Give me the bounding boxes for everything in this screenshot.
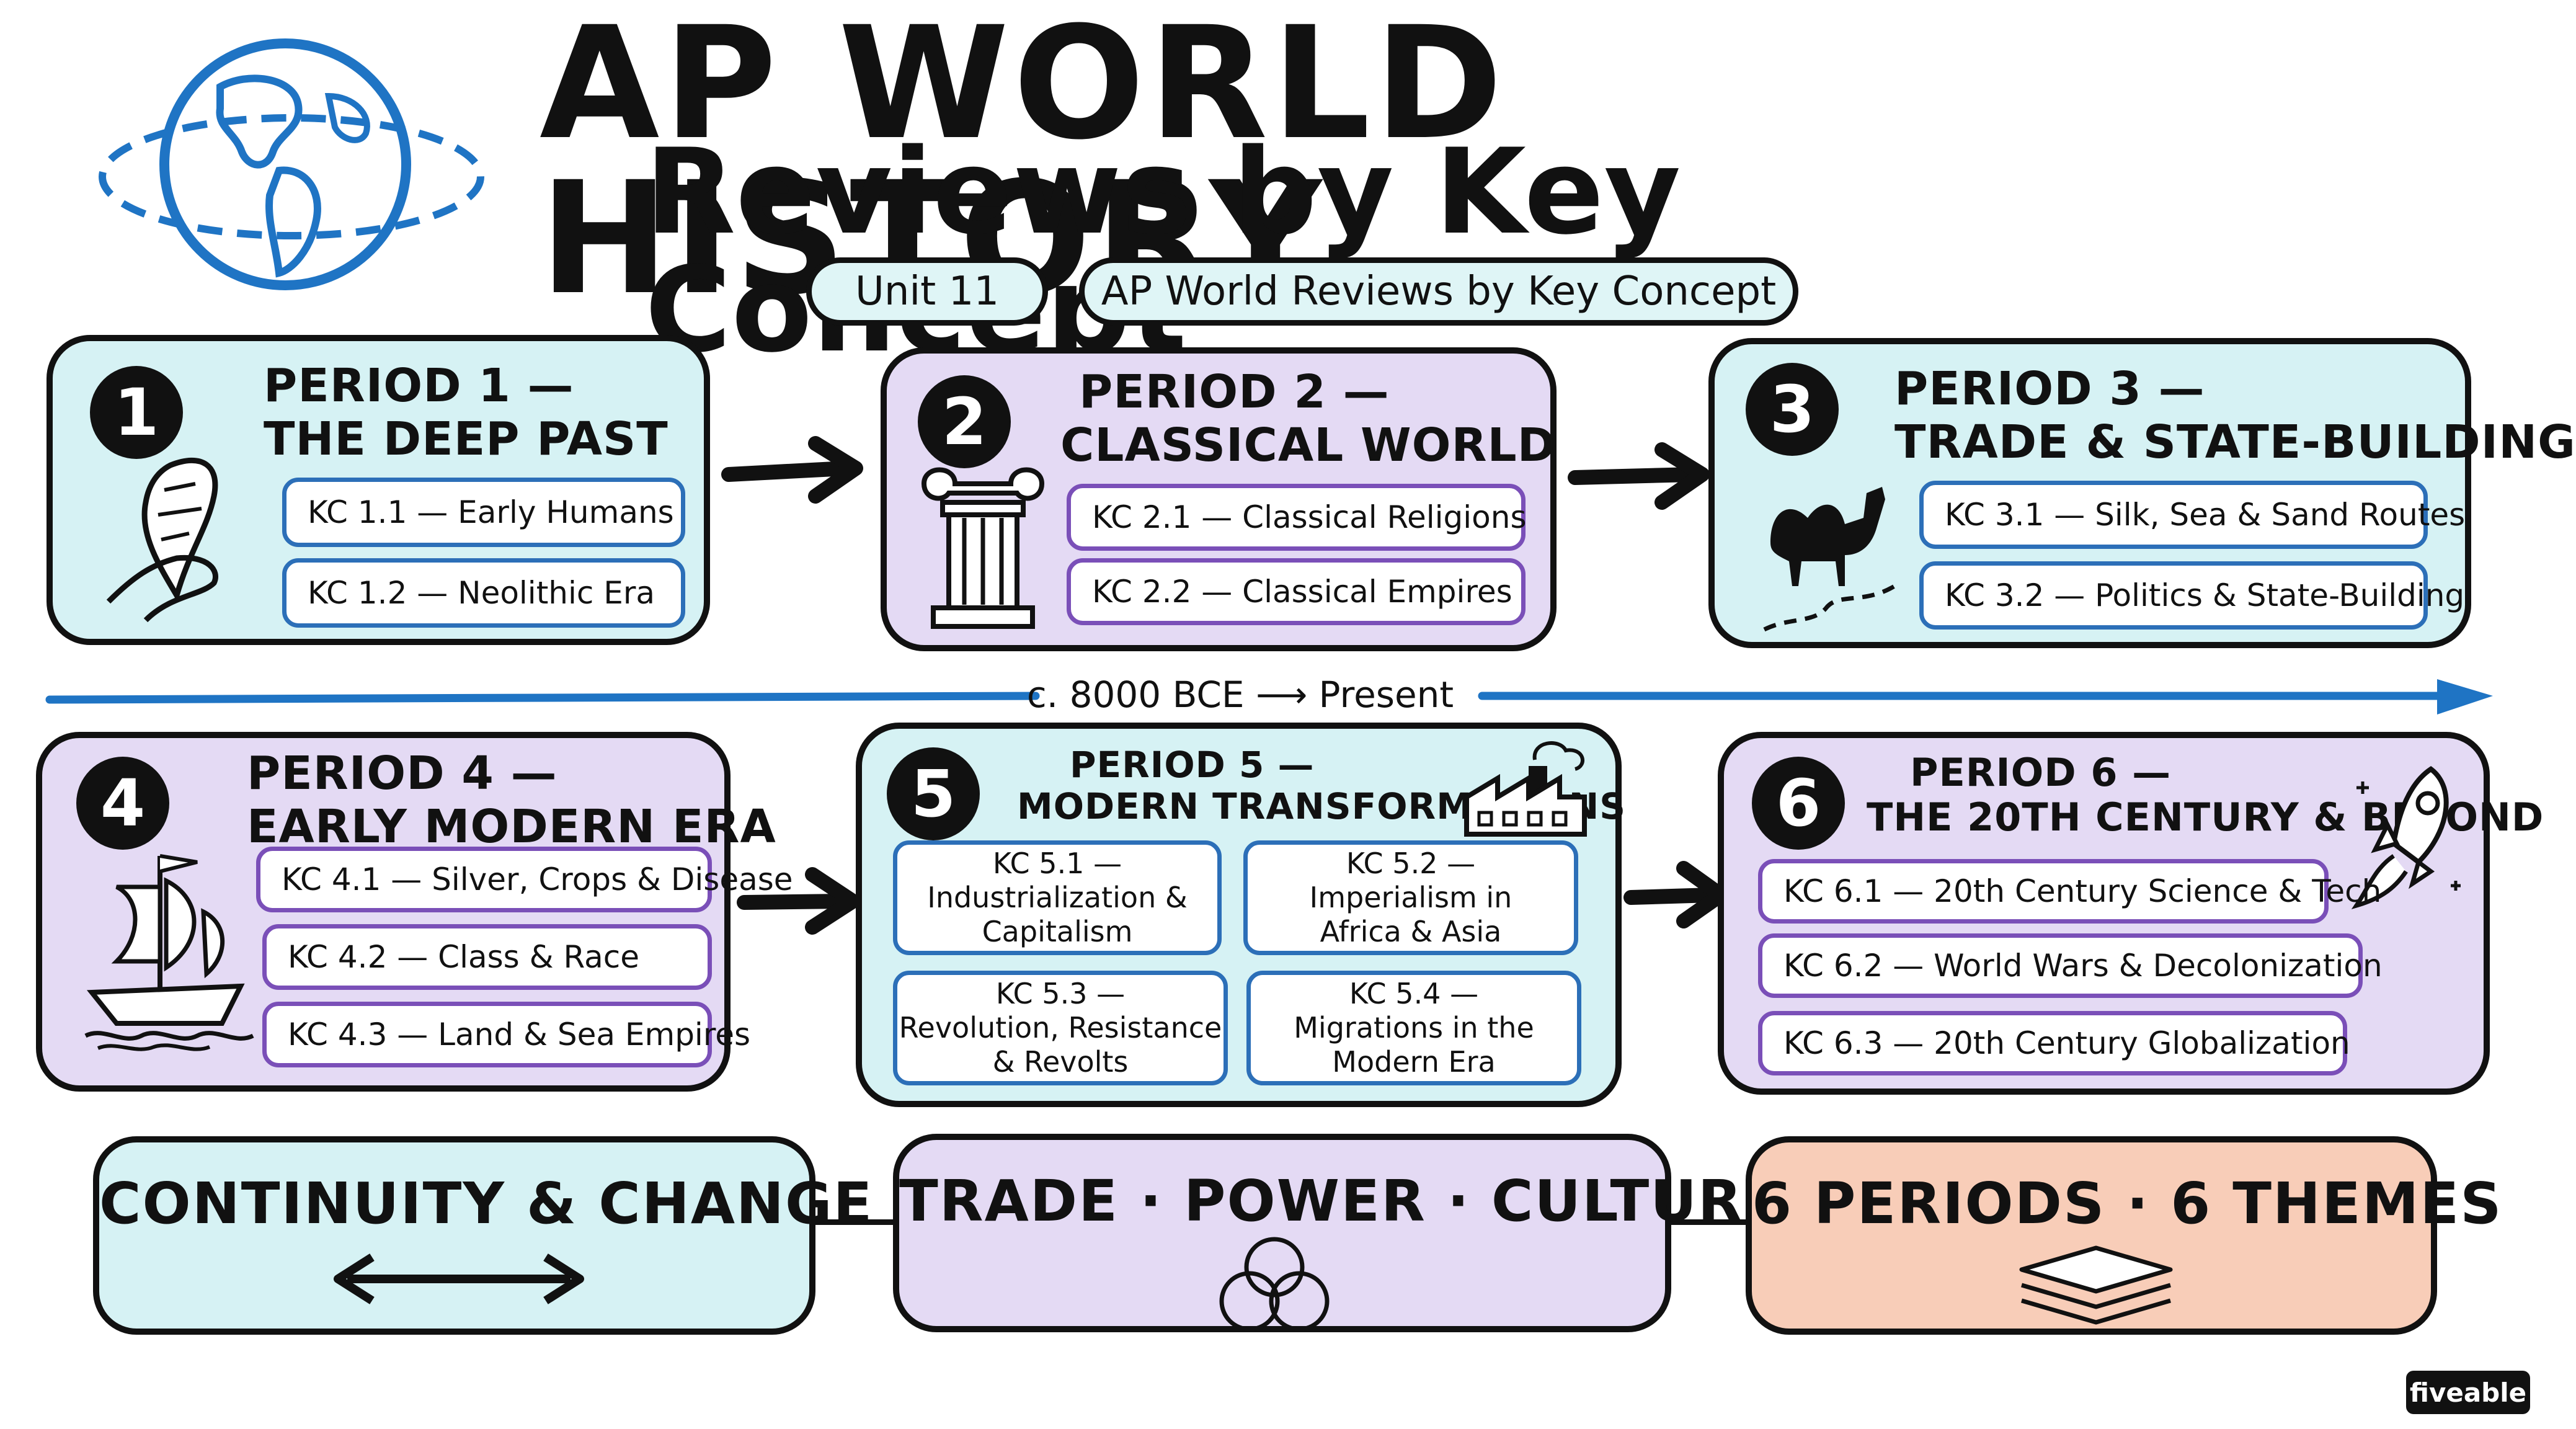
unit-pill[interactable]: Unit 11 bbox=[806, 257, 1048, 326]
period-title: Period 4 —Early Modern Era bbox=[247, 747, 776, 853]
arrow-period-5-to-6 bbox=[1623, 861, 1728, 928]
kc-6-2-button[interactable]: KC 6.2 — World Wars & Decolonization bbox=[1758, 933, 2383, 998]
kc-3-2-button[interactable]: KC 3.2 — Politics & State-Building bbox=[1919, 561, 2464, 630]
kc-4-3-button[interactable]: KC 4.3 — Land & Sea Empires bbox=[262, 1002, 750, 1067]
period-title: Period 2 —Classical World bbox=[1060, 365, 1557, 472]
period-number-badge: 6 bbox=[1752, 757, 1845, 850]
page-title: AP WORLD HISTORY bbox=[540, 0, 1507, 329]
period-1-card[interactable]: 1 Period 1 —The Deep Past KC 1.1 — Early… bbox=[47, 335, 710, 645]
venn-circles-icon bbox=[1219, 1237, 1330, 1332]
theme-continuity-card[interactable]: Continuity & Change bbox=[93, 1136, 874, 1335]
arrow-period-1-to-2 bbox=[721, 436, 863, 504]
theme-periods-card[interactable]: 6 Periods · 6 Themes bbox=[1746, 1136, 2503, 1335]
kc-1-2-button[interactable]: KC 1.2 — Neolithic Era bbox=[282, 558, 685, 628]
factory-icon bbox=[1464, 741, 1587, 837]
kc-5-3-button[interactable]: KC 5.3 —Revolution, Resistance& Revolts bbox=[893, 971, 1228, 1085]
double-arrow-icon bbox=[334, 1253, 584, 1304]
period-3-card[interactable]: 3 Period 3 —Trade & State-Building KC 3.… bbox=[1708, 338, 2575, 648]
period-number-badge: 5 bbox=[887, 747, 980, 840]
theme-trade-card[interactable]: Trade · Power · Culture bbox=[893, 1134, 1783, 1332]
kc-4-2-button[interactable]: KC 4.2 — Class & Race bbox=[262, 924, 712, 990]
period-4-card[interactable]: 4 Period 4 —Early Modern Era KC 4.1 — Si… bbox=[36, 732, 793, 1092]
period-number-badge: 1 bbox=[90, 366, 183, 459]
kc-3-1-button[interactable]: KC 3.1 — Silk, Sea & Sand Routes bbox=[1919, 481, 2465, 549]
theme-label: Trade · Power · Culture bbox=[899, 1168, 1783, 1234]
kc-5-1-button[interactable]: KC 5.1 —Industrialization &Capitalism bbox=[893, 840, 1222, 955]
period-number-badge: 4 bbox=[76, 757, 169, 850]
period-number-badge: 3 bbox=[1746, 363, 1839, 456]
period-title: Period 3 —Trade & State-Building bbox=[1894, 362, 2576, 469]
theme-label: 6 Periods · 6 Themes bbox=[1752, 1170, 2503, 1237]
layers-icon bbox=[2019, 1245, 2173, 1325]
spearhead-hand-icon bbox=[106, 457, 218, 623]
kc-4-1-button[interactable]: KC 4.1 — Silver, Crops & Disease bbox=[256, 847, 793, 912]
kc-1-1-button[interactable]: KC 1.1 — Early Humans bbox=[282, 478, 685, 547]
reviews-pill[interactable]: AP World Reviews by Key Concept bbox=[1079, 257, 1798, 326]
period-6-card[interactable]: 6 Period 6 —The 20th Century & Beyond KC… bbox=[1718, 732, 2543, 1095]
rocket-icon bbox=[2351, 766, 2461, 909]
kc-2-1-button[interactable]: KC 2.1 — Classical Religions bbox=[1067, 484, 1527, 551]
sailing-ship-icon bbox=[84, 854, 254, 1051]
camel-icon bbox=[1763, 487, 1896, 632]
kc-6-1-button[interactable]: KC 6.1 — 20th Century Science & Tech bbox=[1758, 859, 2381, 924]
theme-label: Continuity & Change bbox=[99, 1170, 874, 1237]
kc-6-3-button[interactable]: KC 6.3 — 20th Century Globalization bbox=[1758, 1011, 2350, 1075]
period-5-card[interactable]: 5 Period 5 —Modern Transformations KC 5.… bbox=[856, 723, 1625, 1107]
kc-2-2-button[interactable]: KC 2.2 — Classical Empires bbox=[1067, 558, 1526, 625]
globe-icon bbox=[99, 38, 484, 290]
timeline-arrow bbox=[45, 679, 2493, 714]
timeline-label: c. 8000 BCE ⟶ Present bbox=[1026, 674, 1454, 716]
greek-column-icon bbox=[921, 467, 1045, 629]
arrow-period-2-to-3 bbox=[1568, 442, 1710, 510]
page-subtitle: Reviews by Key Concept bbox=[645, 123, 1681, 369]
brand-logo[interactable]: fiveable bbox=[2406, 1371, 2530, 1414]
period-title: Period 1 —The Deep Past bbox=[264, 359, 668, 466]
period-2-card[interactable]: 2 Period 2 —Classical World KC 2.1 — Cla… bbox=[881, 347, 1557, 651]
period-number-badge: 2 bbox=[918, 375, 1011, 468]
arrow-period-4-to-5 bbox=[737, 867, 860, 935]
